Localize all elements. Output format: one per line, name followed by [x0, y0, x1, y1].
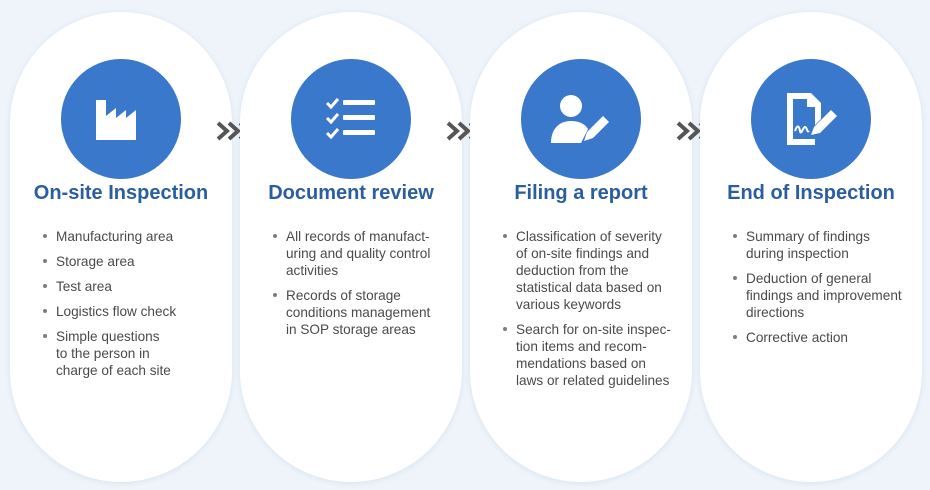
step-on-site-inspection: On-site Inspection Manufacturing area St…: [10, 12, 232, 482]
step-title: Document review: [268, 182, 434, 204]
factory-icon: [96, 100, 136, 140]
list-item: Simple questions to the person in charge…: [43, 328, 232, 379]
list-item: Summary of findings during inspection: [733, 228, 922, 262]
step-title: Filing a report: [514, 182, 648, 204]
step-icon-circle: [61, 59, 181, 179]
step-item-list: Summary of findings during inspection De…: [733, 228, 922, 354]
list-item: Records of storage conditions management…: [273, 287, 462, 338]
list-item: All records of manufact- uring and quali…: [273, 228, 462, 279]
step-item-list: Classification of severity of on-site fi…: [503, 228, 692, 397]
step-item-list: Manufacturing area Storage area Test are…: [43, 228, 232, 387]
person-edit-icon: [551, 95, 609, 143]
step-item-list: All records of manufact- uring and quali…: [273, 228, 462, 346]
step-icon-circle: [291, 59, 411, 179]
step-end-of-inspection: End of Inspection Summary of findings du…: [700, 12, 922, 482]
step-title: On-site Inspection: [33, 182, 209, 204]
list-item: Classification of severity of on-site fi…: [503, 228, 692, 313]
list-item: Search for on-site inspec- tion items an…: [503, 321, 692, 389]
list-item: Manufacturing area: [43, 228, 232, 245]
list-item: Logistics flow check: [43, 303, 232, 320]
step-icon-circle: [521, 59, 641, 179]
list-item: Storage area: [43, 253, 232, 270]
list-item: Corrective action: [733, 329, 922, 346]
step-icon-circle: [751, 59, 871, 179]
step-filing-a-report: Filing a report Classification of severi…: [470, 12, 692, 482]
list-item: Deduction of general findings and improv…: [733, 270, 922, 321]
step-title: End of Inspection: [727, 182, 895, 204]
checklist-icon: [325, 98, 375, 140]
document-sign-icon: [787, 93, 837, 145]
step-document-review: Document review All records of manufact-…: [240, 12, 462, 482]
list-item: Test area: [43, 278, 232, 295]
